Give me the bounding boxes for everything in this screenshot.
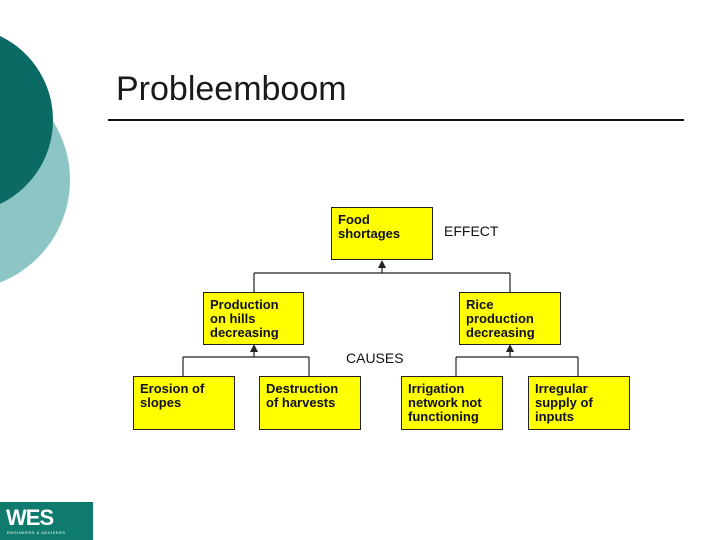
company-logo: WES ENGINEERS & ADVISERS [0, 502, 93, 540]
decorative-circles [0, 36, 70, 283]
causes-label: CAUSES [346, 350, 404, 366]
slide-title: Probleemboom [116, 70, 347, 108]
box-production-hills: Production on hills decreasing [203, 292, 304, 345]
box-destruction: Destruction of harvests [259, 376, 361, 430]
logo-text: WES [6, 505, 54, 530]
box-irrigation: Irrigation network not functioning [401, 376, 503, 430]
arrowhead-effect [378, 260, 386, 268]
decorative-circle-dark [0, 36, 53, 204]
logo-subtext: ENGINEERS & ADVISERS [7, 530, 66, 535]
box-food-shortages: Food shortages [331, 207, 433, 260]
effect-label: EFFECT [444, 223, 499, 239]
box-rice-production: Rice production decreasing [459, 292, 561, 345]
arrowhead-right-cause [506, 344, 514, 352]
box-irregular-supply: Irregular supply of inputs [528, 376, 630, 430]
box-erosion: Erosion of slopes [133, 376, 235, 430]
title-divider [108, 119, 684, 121]
arrowhead-left-cause [250, 344, 258, 352]
